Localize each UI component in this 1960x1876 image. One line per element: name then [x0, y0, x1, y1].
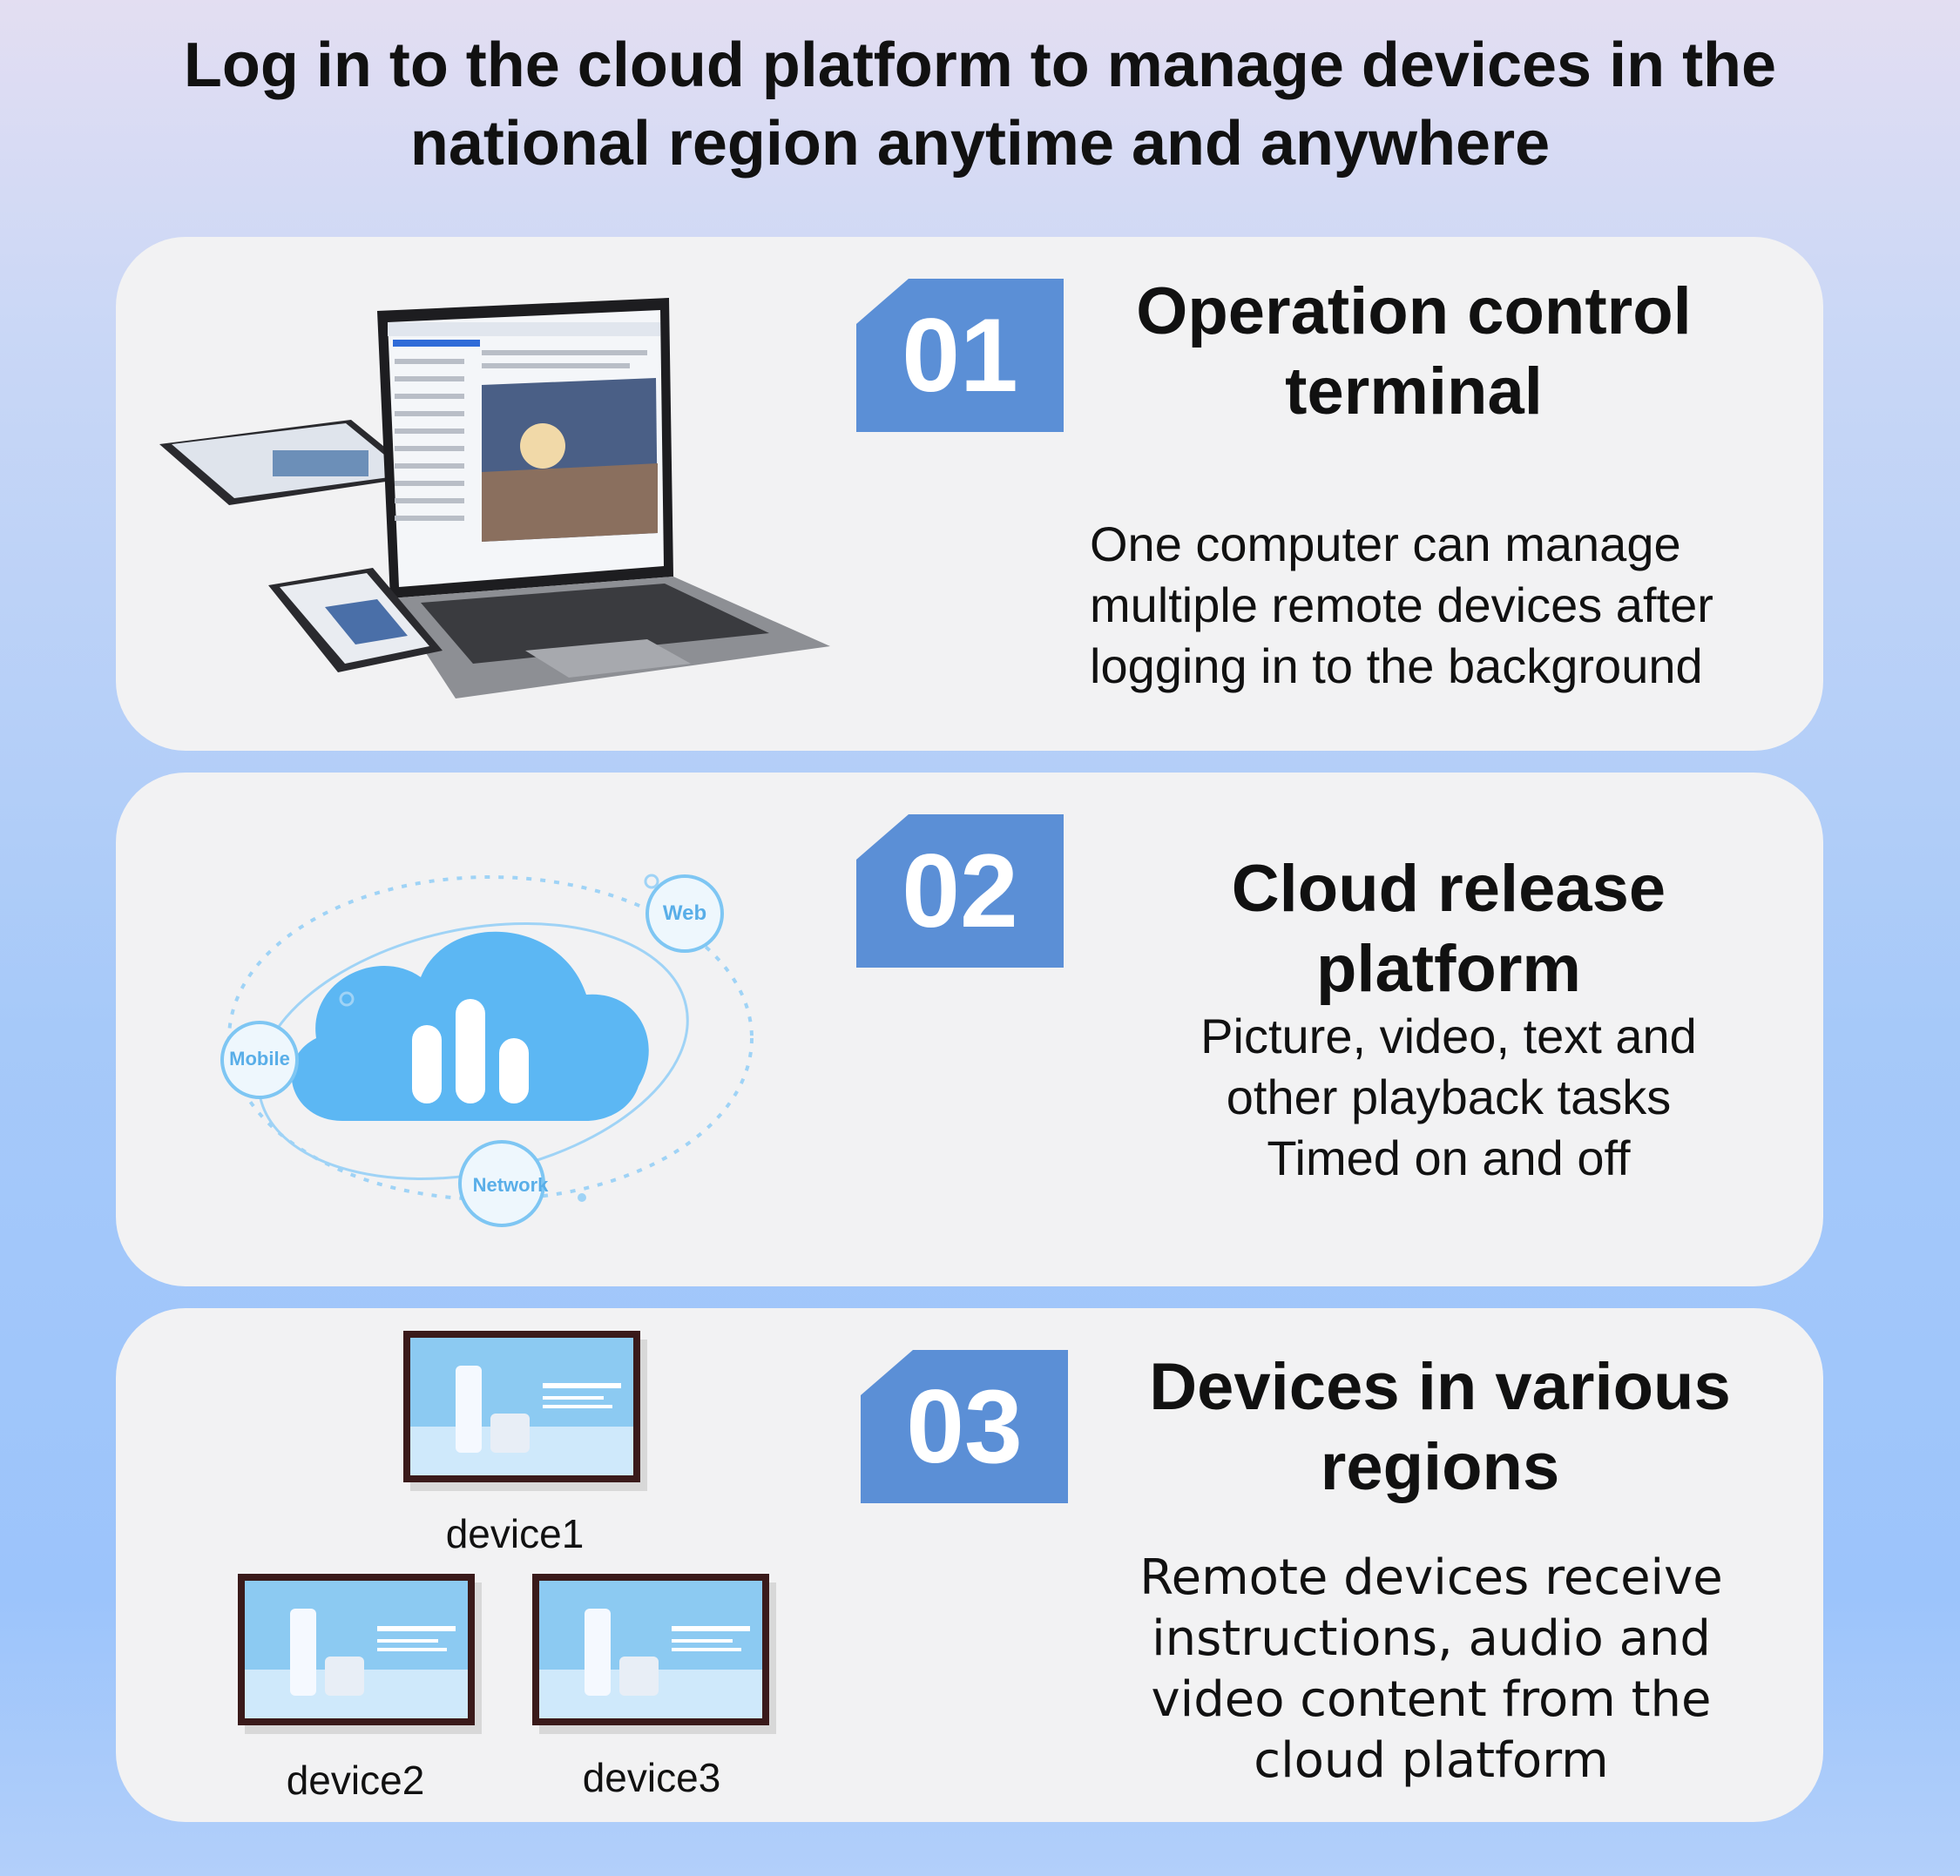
device-label: device2: [286, 1758, 425, 1803]
description-line: other playback tasks: [1226, 1070, 1672, 1124]
section-title: Devices in various regions: [1092, 1347, 1788, 1508]
section-title: Cloud release platform: [1231, 852, 1666, 1006]
description-line: Picture, video, text and: [1200, 1009, 1697, 1063]
device-label: device3: [582, 1755, 721, 1800]
section-title-line-1: Operation control: [1136, 274, 1692, 348]
section-number-badge: 01: [856, 279, 1064, 432]
section-cloud-release: Web Mobile Network 02 Cloud release plat…: [116, 773, 1823, 1286]
section-number-badge: 03: [861, 1350, 1068, 1503]
web-node-label: Web: [662, 901, 707, 925]
network-node-label: Network: [472, 1174, 549, 1196]
description-line: cloud platform: [1254, 1732, 1609, 1789]
phone-icon: [268, 568, 443, 672]
description-line: logging in to the background: [1090, 638, 1703, 693]
section-title-line-1: Devices in various: [1149, 1350, 1731, 1424]
section-devices-regions: device1 device2 device3 03 Devices in va…: [116, 1308, 1823, 1822]
devices-illustration: [159, 298, 830, 698]
device-screen-1: [403, 1331, 647, 1491]
section-description: Remote devices receive instructions, aud…: [1083, 1548, 1780, 1792]
section-number-badge: 02: [856, 814, 1064, 968]
section-description: Picture, video, text and other playback …: [1100, 1006, 1797, 1189]
headline-line-2: national region anytime and anywhere: [409, 109, 1551, 179]
mobile-node-label: Mobile: [229, 1048, 290, 1070]
tablet-icon: [159, 420, 421, 505]
headline-line-1: Log in to the cloud platform to manage d…: [183, 30, 1777, 100]
section-title-line-2: terminal: [1285, 354, 1543, 429]
description-line: Remote devices receive: [1139, 1549, 1723, 1606]
description-line: video content from the: [1151, 1671, 1712, 1728]
description-line: multiple remote devices after: [1090, 577, 1713, 632]
section-operation-control: 01 Operation control terminal One comput…: [116, 237, 1823, 751]
device-screen-2: [238, 1574, 482, 1734]
cloud-icon: [291, 931, 649, 1121]
section-title-line-2: regions: [1320, 1430, 1560, 1504]
description-line: One computer can manage: [1090, 516, 1681, 571]
section-title: Operation control terminal: [1083, 272, 1745, 432]
section-description: One computer can manage multiple remote …: [1090, 514, 1804, 697]
description-line: Timed on and off: [1267, 1130, 1631, 1185]
page-headline: Log in to the cloud platform to manage d…: [0, 26, 1960, 183]
device-screen-3: [532, 1574, 776, 1734]
laptop-icon: [377, 298, 830, 698]
device-label: device1: [445, 1511, 585, 1556]
cloud-platform-illustration: [220, 874, 754, 1227]
description-line: instructions, audio and: [1152, 1610, 1711, 1667]
